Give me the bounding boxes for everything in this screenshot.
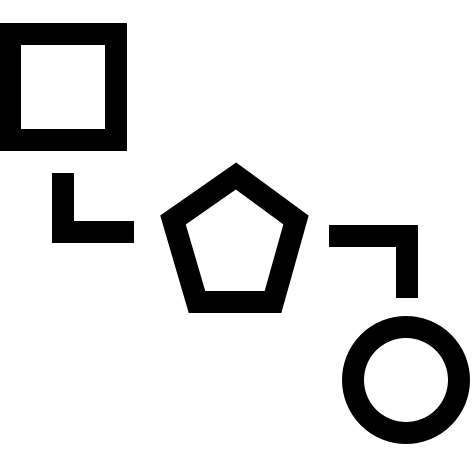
right-connector: [329, 225, 418, 298]
pentagon-shape: [160, 162, 309, 313]
left-connector: [52, 173, 134, 243]
circle-shape: [342, 316, 470, 444]
square-shape: [0, 23, 127, 151]
